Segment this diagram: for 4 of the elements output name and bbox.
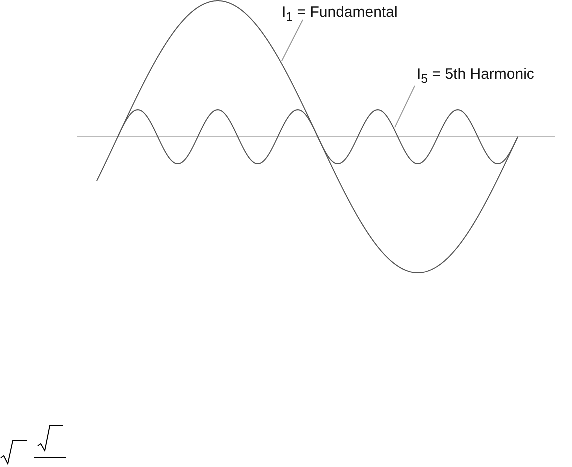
leader-line xyxy=(394,86,416,128)
wave-label: I$_{1}$ = Fundamental xyxy=(282,4,398,26)
leader-line xyxy=(282,20,304,62)
wave-label: I$_{5}$ = 5th Harmonic xyxy=(417,66,534,88)
